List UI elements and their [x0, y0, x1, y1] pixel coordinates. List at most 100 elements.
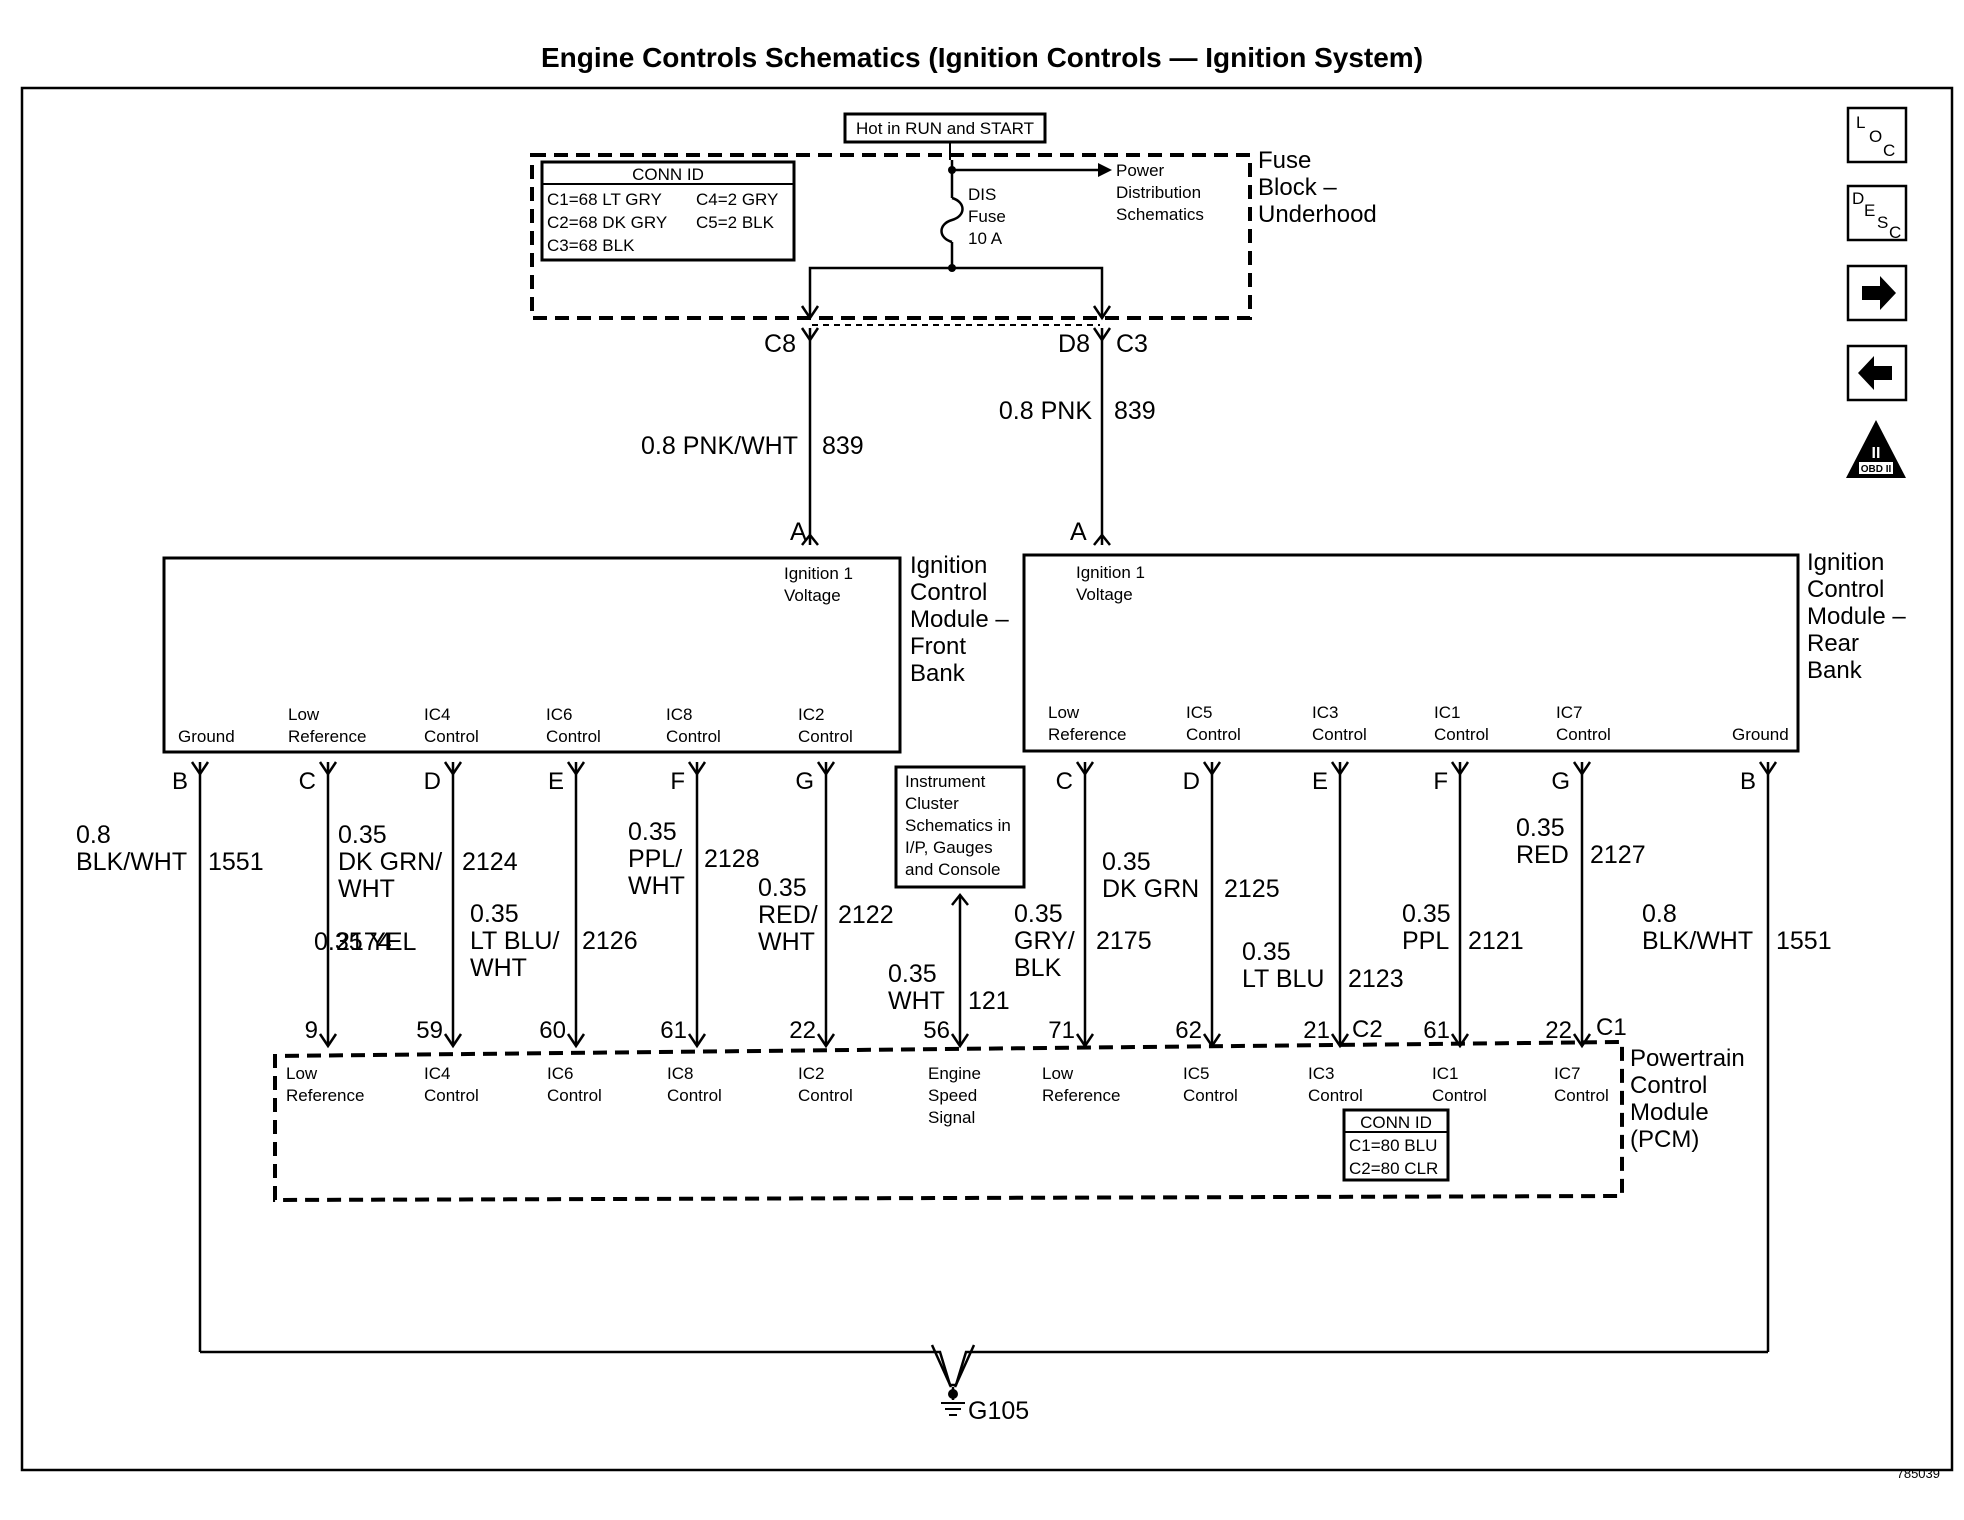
pcm-pin: 22 — [1545, 1017, 1572, 1044]
svg-text:C2=80 CLR: C2=80 CLR — [1349, 1159, 1438, 1178]
connector-fork — [1572, 1033, 1592, 1049]
pcm-terminal-label: Control — [798, 1086, 853, 1105]
pcm-terminal-label: Engine — [928, 1064, 981, 1083]
icm-front-terminal-label: Low — [288, 705, 320, 724]
svg-text:OBD II: OBD II — [1861, 464, 1892, 475]
pcm-pin: 21 — [1303, 1017, 1330, 1044]
icm-pin: F — [1433, 768, 1448, 795]
icm-rear-terminal-label: Control — [1312, 725, 1367, 744]
connector-fork — [566, 1033, 586, 1049]
connector-fork — [816, 761, 836, 777]
fuse-block-name: Fuse — [1258, 147, 1311, 174]
icm-front-bank: Ignition 1 Voltage Ignition Control Modu… — [162, 552, 1009, 754]
wire-color: DK GRN/ — [338, 848, 442, 876]
desc-icon[interactable]: D E S C — [1846, 184, 1908, 242]
wire-color: WHT — [338, 875, 395, 903]
wire-color: 0.35 — [1014, 900, 1063, 928]
icm-front-terminal-label: Control — [666, 727, 721, 746]
wire-color: BLK — [1014, 954, 1062, 982]
hot-in-run-label: Hot in RUN and START — [856, 119, 1034, 138]
instrument-cluster-ref: Instrument Cluster Schematics in I/P, Ga… — [894, 765, 1026, 889]
pcm-pin: 60 — [539, 1017, 566, 1044]
svg-text:Underhood: Underhood — [1258, 201, 1377, 228]
pcm-terminal-label: IC8 — [667, 1064, 693, 1083]
svg-text:Control: Control — [910, 579, 987, 606]
pcm-terminal-label: IC4 — [424, 1064, 450, 1083]
svg-text:Voltage: Voltage — [1076, 585, 1133, 604]
svg-text:Schematics in: Schematics in — [905, 816, 1011, 835]
svg-text:10 A: 10 A — [968, 229, 1003, 248]
pcm-terminal-label: IC5 — [1183, 1064, 1209, 1083]
svg-text:Ignition 1: Ignition 1 — [784, 564, 853, 583]
fuse-symbol — [940, 196, 964, 244]
icm-pin: D — [1183, 768, 1200, 795]
icm-rear-terminal-label: Control — [1186, 725, 1241, 744]
icm-front-name: Ignition — [910, 552, 987, 579]
pcm-terminal-label: Reference — [1042, 1086, 1120, 1105]
icm-rear-terminal-label: Control — [1556, 725, 1611, 744]
pcm-terminal-label: Low — [1042, 1064, 1074, 1083]
page-title: Engine Controls Schematics (Ignition Con… — [541, 42, 1423, 73]
obd-ii-icon[interactable]: II OBD II — [1846, 420, 1906, 478]
svg-text:(PCM): (PCM) — [1630, 1126, 1699, 1153]
connector-fork — [687, 1033, 707, 1049]
svg-text:0.8 PNK/WHT: 0.8 PNK/WHT — [641, 432, 798, 460]
svg-text:Ignition 1: Ignition 1 — [1076, 563, 1145, 582]
wire-color: BLK/WHT — [1642, 927, 1753, 955]
icm-pin: D — [424, 768, 441, 795]
wire-color: WHT — [758, 928, 815, 956]
connector-fork — [1202, 1033, 1222, 1049]
svg-text:Rear: Rear — [1807, 630, 1859, 657]
wire-color: WHT — [888, 987, 945, 1015]
next-arrow-icon[interactable] — [1846, 264, 1908, 322]
icm-rear-terminal-label: Control — [1434, 725, 1489, 744]
icm-pin: G — [1551, 768, 1570, 795]
icm-front-terminal-label: Control — [546, 727, 601, 746]
pcm-pin: 71 — [1048, 1017, 1075, 1044]
wire-color: BLK/WHT — [76, 848, 187, 876]
connector-fork — [1450, 1033, 1470, 1049]
pcm-terminal-label: IC6 — [547, 1064, 573, 1083]
pcm-conn-id: CONN ID C1=80 BLU C2=80 CLR — [1342, 1108, 1450, 1182]
icm-pin: E — [548, 768, 564, 795]
svg-text:CONN ID: CONN ID — [632, 165, 704, 184]
wire-color: GRY/ — [1014, 927, 1075, 955]
pin-c8: C8 — [764, 330, 796, 358]
wire-circuit: 121 — [968, 987, 1010, 1015]
loc-icon[interactable]: L O C — [1846, 106, 1908, 164]
prev-arrow-icon[interactable] — [1846, 344, 1908, 402]
ground-bus: G105 — [200, 1344, 1768, 1425]
wire-color: 0.35 — [1516, 814, 1565, 842]
pcm-terminal-label: Control — [547, 1086, 602, 1105]
fuse-block-conn-id: CONN ID C1=68 LT GRY C4=2 GRY C2=68 DK G… — [540, 160, 796, 262]
svg-text:0.8 PNK: 0.8 PNK — [999, 397, 1092, 425]
icm-rear-terminal-label: IC3 — [1312, 703, 1338, 722]
pin-d8: D8 — [1058, 330, 1090, 358]
icm-pin: B — [1740, 768, 1756, 795]
wire-runs: GroundLowReferenceIC4ControlIC6ControlIC… — [76, 703, 1832, 1352]
svg-text:Control: Control — [1807, 576, 1884, 603]
svg-text:C: C — [1889, 223, 1901, 242]
pcm-pin: 62 — [1175, 1017, 1202, 1044]
wire-color: 0.35 — [628, 818, 677, 846]
pcm-terminal-label: Control — [1432, 1086, 1487, 1105]
connector-fork — [318, 761, 338, 777]
wire-color: 0.35 — [888, 960, 937, 988]
svg-text:Control: Control — [1630, 1072, 1707, 1099]
svg-text:CONN ID: CONN ID — [1360, 1113, 1432, 1132]
fuse-block: Hot in RUN and START Fuse Block – Underh… — [530, 112, 1377, 321]
svg-text:839: 839 — [1114, 397, 1156, 425]
wire-color: RED — [1516, 841, 1569, 869]
wire-color: 0.8 — [76, 821, 111, 849]
icm-rear-terminal-label: IC1 — [1434, 703, 1460, 722]
wire-circuit: 1551 — [1776, 927, 1832, 955]
pcm-connector-c1: C1 — [1596, 1014, 1627, 1041]
wire-color: WHT — [470, 954, 527, 982]
svg-text:C4=2 GRY: C4=2 GRY — [696, 190, 778, 209]
icm-rear-terminal-label: IC5 — [1186, 703, 1212, 722]
icm-front-terminal-label: IC8 — [666, 705, 692, 724]
wire-color: 0.8 — [1642, 900, 1677, 928]
svg-text:Distribution: Distribution — [1116, 183, 1201, 202]
svg-text:Instrument: Instrument — [905, 772, 986, 791]
icm-front-terminal-label: Control — [424, 727, 479, 746]
